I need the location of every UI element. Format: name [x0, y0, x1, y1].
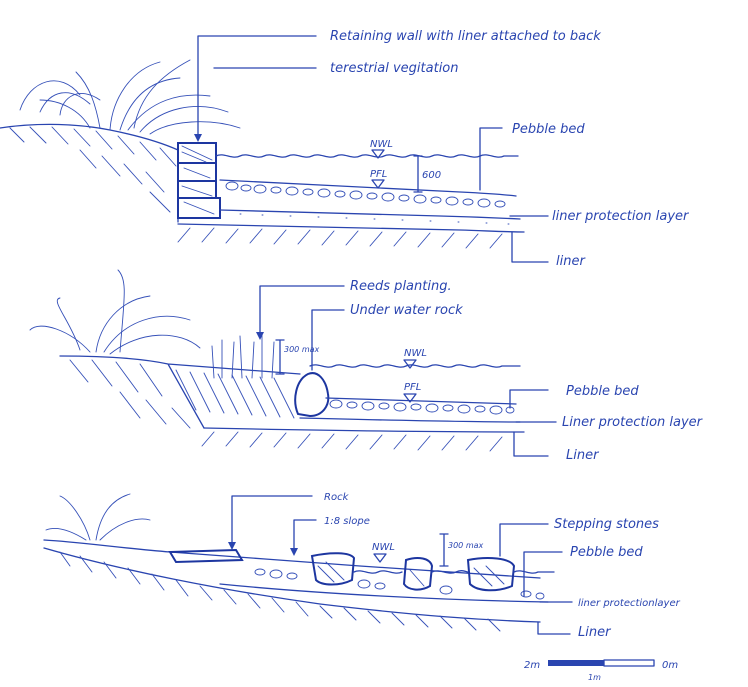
- label-liner-middle: Liner: [566, 448, 600, 463]
- label-rock: Rock: [324, 492, 350, 503]
- scale-bar-filled: [548, 660, 604, 666]
- leader-reeds: [259, 285, 345, 339]
- label-nwl-middle: NWL: [404, 348, 427, 359]
- leader-pebble-bed-bottom: [523, 551, 563, 597]
- leader-liner-middle: [513, 431, 549, 457]
- bank-ground-middle: [59, 355, 301, 429]
- leader-underwater-rock: [311, 309, 345, 371]
- bank-ground-line: [0, 123, 179, 223]
- section-retaining-wall: Retaining wall with liner attached to ba…: [0, 29, 690, 269]
- ground-hatching-middle: [201, 431, 503, 452]
- leader-liner-bottom: [537, 621, 571, 635]
- depth-dimension-bottom: [439, 533, 449, 567]
- nwl-line-bottom: [353, 570, 555, 574]
- label-depth-bottom: 300 max: [448, 541, 484, 550]
- label-nwl-top: NWL: [370, 139, 393, 150]
- edge-rock: [168, 548, 244, 564]
- stepping-stone-shading: [317, 561, 505, 587]
- label-terrestrial-vegetation: terestrial vegitation: [330, 61, 459, 76]
- vegetation-middle: [29, 269, 201, 355]
- nwl-line: [215, 154, 519, 158]
- label-reeds-planting: Reeds planting.: [350, 279, 452, 294]
- scale-bar: 2m 1m 0m: [524, 659, 678, 682]
- label-pebble-bed-top: Pebble bed: [512, 122, 585, 137]
- vegetation-bottom: [45, 493, 151, 541]
- label-underwater-rock: Under water rock: [350, 303, 463, 318]
- leader-retaining-wall: [197, 35, 317, 141]
- scale-label-0m: 0m: [662, 660, 678, 671]
- nwl-marker-middle: [403, 359, 417, 369]
- liner-protection-middle: [299, 417, 521, 423]
- stepping-stone-1: [310, 552, 356, 586]
- leader-slope: [293, 519, 317, 555]
- label-liner-protection-middle: Liner protection layer: [562, 415, 704, 430]
- section-stepping-stones: Rock 1:8 slope NWL 300 max Stepping ston…: [43, 492, 681, 640]
- label-liner-protection-top: liner protection layer: [552, 209, 690, 224]
- liner-protection-top: [219, 209, 521, 220]
- pfl-marker-middle: [403, 393, 417, 403]
- depth-dimension-middle: [275, 339, 285, 375]
- depth-dimension-top: [413, 155, 423, 193]
- label-stepping-stones: Stepping stones: [554, 517, 659, 532]
- leader-pebble-bed: [479, 127, 503, 191]
- leader-pebble-bed-middle: [509, 389, 549, 409]
- liner-top: [177, 223, 525, 233]
- bank-hatching-bottom: [59, 551, 501, 632]
- label-depth-middle: 300 max: [284, 345, 320, 354]
- label-liner-bottom: Liner: [578, 625, 612, 640]
- underwater-rock: [294, 372, 330, 418]
- label-slope: 1:8 slope: [324, 516, 370, 527]
- slope-lower: [43, 547, 541, 623]
- label-nwl-bottom: NWL: [372, 542, 395, 553]
- leader-stepping-stones: [499, 523, 549, 557]
- nwl-marker-top: [371, 149, 385, 159]
- label-pfl-middle: PFL: [404, 382, 421, 393]
- liner-protection-stipple: [239, 213, 510, 225]
- retaining-wall: [177, 142, 221, 219]
- scale-label-2m: 2m: [524, 660, 540, 671]
- stepping-stone-2: [402, 557, 434, 591]
- reeds: [211, 333, 275, 379]
- scale-bar-empty: [603, 659, 655, 667]
- liner-middle: [203, 427, 525, 433]
- label-pebble-bed-bottom: Pebble bed: [570, 545, 643, 560]
- label-pebble-bed-middle: Pebble bed: [566, 384, 639, 399]
- label-liner-top: liner: [556, 254, 586, 269]
- bank-hatching-middle: [69, 359, 295, 429]
- pebble-bed-top: [219, 179, 517, 208]
- pebble-bed-bottom: [254, 568, 545, 600]
- section-reed-planting: Reeds planting. Under water rock 300 max…: [29, 269, 704, 463]
- pfl-marker-top: [371, 179, 385, 189]
- nwl-marker-bottom: [373, 553, 387, 563]
- ground-hatching-top: [177, 227, 503, 249]
- scale-label-1m: 1m: [588, 673, 601, 682]
- label-retaining-wall: Retaining wall with liner attached to ba…: [330, 29, 601, 44]
- leader-rock: [231, 495, 313, 549]
- bank-hatching: [9, 126, 177, 213]
- stepping-stone-3: [466, 557, 516, 592]
- label-pfl-top: PFL: [370, 169, 387, 180]
- nwl-line-middle: [309, 364, 521, 368]
- label-depth-top: 600: [422, 170, 441, 181]
- leader-liner-top: [511, 231, 549, 263]
- liner-protection-bottom: [219, 583, 549, 603]
- label-liner-protection-bottom: liner protectionlayer: [578, 598, 681, 609]
- pebble-bed-middle: [325, 397, 517, 415]
- terrestrial-vegetation: [19, 59, 241, 135]
